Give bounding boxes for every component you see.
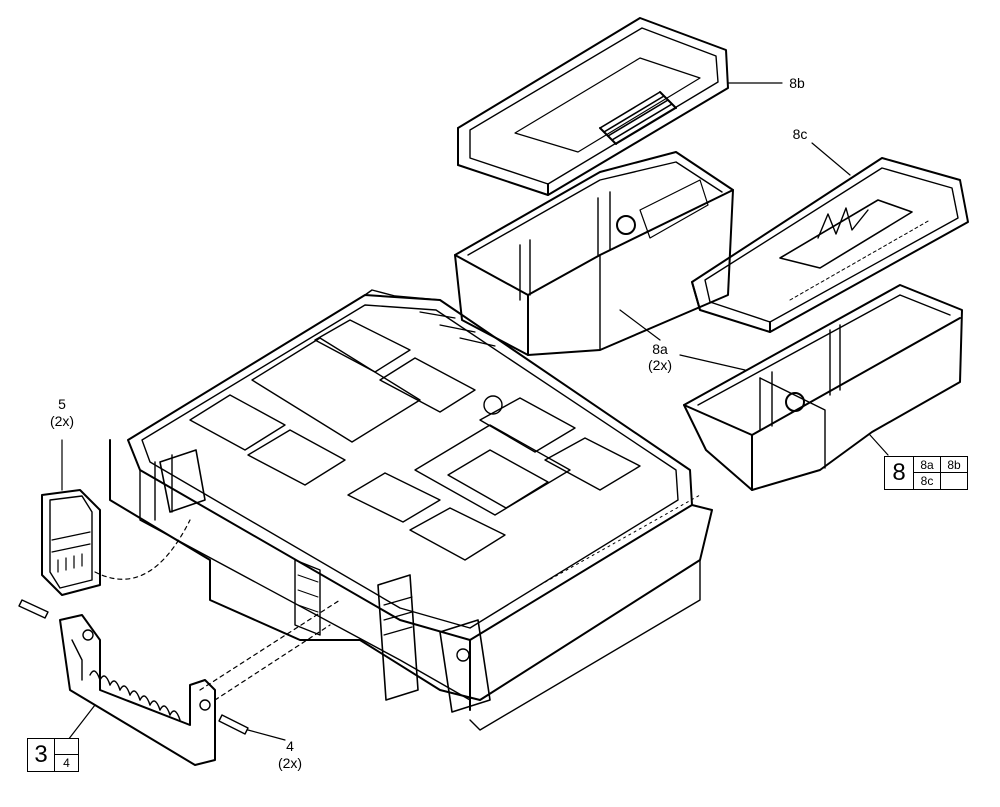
leader-lines bbox=[61, 82, 889, 741]
label-4-qty: (2x) bbox=[277, 755, 303, 771]
label-8c: 8c bbox=[792, 126, 808, 142]
ref-box-8-grid: 8a 8b 8c bbox=[914, 457, 967, 489]
tray-8a-lower-drawing bbox=[683, 284, 963, 491]
ref-box-8-main: 8 bbox=[885, 457, 914, 489]
label-4: 4 bbox=[286, 738, 294, 754]
ref-box-3-grid: 4 bbox=[55, 739, 78, 771]
ref-box-8-cell: 8b bbox=[941, 457, 967, 473]
ref-box-3-cell: 4 bbox=[63, 756, 70, 770]
tray-8a-upper-drawing bbox=[454, 151, 734, 356]
label-8a-qty: (2x) bbox=[647, 357, 673, 373]
ref-box-8: 8 8a 8b 8c bbox=[884, 456, 968, 490]
tray-8c-drawing bbox=[691, 157, 969, 333]
tray-8b-drawing bbox=[457, 17, 729, 196]
latch-5-drawing bbox=[41, 489, 101, 596]
assembly-lines bbox=[94, 519, 341, 701]
label-5: 5 bbox=[58, 396, 66, 412]
label-5-qty: (2x) bbox=[49, 413, 75, 429]
ref-box-3: 3 4 bbox=[27, 738, 79, 772]
label-8b: 8b bbox=[789, 75, 805, 91]
ref-box-8-cell: 8c bbox=[914, 473, 941, 489]
label-8a: 8a bbox=[652, 341, 668, 357]
ref-box-8-cell: 8a bbox=[914, 457, 941, 473]
toolbox-drawing bbox=[109, 289, 713, 731]
pin-4-drawing bbox=[18, 599, 249, 735]
ref-box-8-cell bbox=[941, 473, 967, 489]
ref-box-3-cell-empty bbox=[55, 739, 78, 755]
handle-3-drawing bbox=[59, 614, 216, 766]
ref-box-3-main: 3 bbox=[28, 739, 55, 771]
